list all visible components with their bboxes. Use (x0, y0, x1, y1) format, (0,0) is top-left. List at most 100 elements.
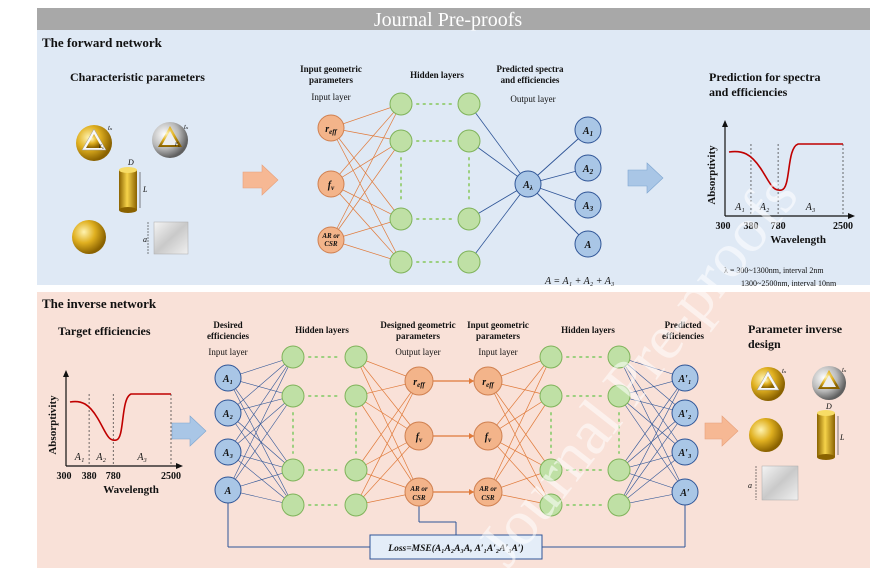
target-title: Target efficiencies (58, 324, 151, 338)
region-label: A₂ (95, 452, 106, 463)
output-node-label: Aλ (522, 180, 533, 192)
connection-line (487, 356, 552, 493)
inv-designed-2: parameters (396, 331, 440, 341)
region-label: A₂ (759, 202, 770, 213)
absorption-curve (728, 143, 843, 192)
arrowhead-icon (469, 489, 474, 495)
connection-line (618, 356, 686, 414)
inv-designed-1: Designed geometric (380, 320, 455, 330)
fwd-pred-title-1: Predicted spectra (496, 64, 564, 74)
label-ts-1: tₛ (108, 124, 113, 132)
x-tick-label: 2500 (161, 471, 181, 482)
hidden-node (281, 345, 305, 369)
hidden-node (457, 207, 481, 231)
designed-param-node (404, 366, 434, 396)
label-a-1: a (143, 235, 147, 244)
connection-line (487, 380, 552, 471)
nanocube-icon (755, 465, 799, 501)
fwd-result-title-1: Prediction for spectra (709, 70, 821, 84)
hidden-node (389, 129, 413, 153)
param-node-label: CSR (481, 494, 495, 502)
connection-line (468, 103, 529, 185)
x-tick-label: 780 (106, 471, 121, 482)
connection-line (468, 183, 529, 263)
hidden-node (539, 384, 563, 408)
core-shell-silver-icon (152, 122, 188, 158)
input-node (214, 399, 242, 427)
connection-line (330, 103, 402, 241)
predicted-node (671, 364, 699, 392)
input-param-node (473, 366, 503, 396)
connection-line (227, 356, 294, 414)
y-axis-label: Absorptivity (47, 395, 59, 455)
y-axis-label: Absorptivity (706, 145, 718, 205)
loss-box (369, 534, 543, 560)
output-node-A-lambda (514, 170, 542, 198)
connection-line (227, 356, 294, 453)
arrow-right-icon (704, 415, 739, 447)
label-a-2: a (748, 481, 752, 490)
arrow-right-icon (242, 164, 279, 196)
output-node-label: A2 (582, 164, 594, 176)
inv-result-1: Parameter inverse (748, 322, 843, 336)
fwd-input-title-2: parameters (309, 75, 353, 85)
hidden-node (344, 458, 368, 482)
connection-line (355, 356, 420, 437)
inv-inputgeo-2: parameters (476, 331, 520, 341)
arrow-right-icon (171, 415, 207, 447)
param-node-label: fv (416, 432, 423, 444)
nanosphere-icon (749, 418, 783, 452)
hidden-node (539, 458, 563, 482)
param-node-label: AR or (409, 485, 428, 493)
designed-param-node (404, 477, 434, 507)
input-node (214, 438, 242, 466)
hidden-node (389, 92, 413, 116)
connection-line (355, 435, 420, 506)
hidden-node (607, 345, 631, 369)
input-node-label: fv (328, 180, 335, 192)
hidden-node (607, 384, 631, 408)
inv-desired-1: Desired (213, 320, 242, 330)
forward-title: The forward network (42, 35, 163, 50)
output-node-label: A3 (582, 201, 594, 213)
banner-bar (37, 8, 870, 30)
inv-output-layer: Output layer (395, 347, 440, 357)
fwd-equation: A = A₁ + A₂ + A₃ (544, 276, 615, 287)
designed-param-node (404, 421, 434, 451)
hidden-node (607, 493, 631, 517)
fwd-note-2: 1300~2500nm, interval 10nm (741, 279, 837, 288)
absorption-curve (69, 393, 171, 442)
x-tick-label: 780 (771, 221, 786, 232)
output-node (574, 191, 602, 219)
connection-line (355, 380, 420, 506)
predicted-node (671, 399, 699, 427)
hidden-node (389, 207, 413, 231)
arrowhead-icon (469, 378, 474, 384)
nanosphere-icon (72, 220, 106, 254)
label-rc-2: r꜀ (175, 140, 181, 148)
label-ts-2: tₛ (184, 123, 189, 131)
x-axis-arrow-icon (176, 463, 183, 469)
x-tick-label: 380 (82, 471, 97, 482)
connection-line (330, 140, 402, 241)
connection-line (227, 451, 294, 506)
input-node (214, 476, 242, 504)
x-tick-label: 380 (743, 221, 758, 232)
param-node-label: fv (485, 432, 492, 444)
connection-line (227, 412, 294, 471)
predicted-node-label: A′₂ (678, 409, 692, 420)
x-tick-label: 300 (57, 471, 72, 482)
input-node (214, 364, 242, 392)
input-node (317, 114, 345, 142)
input-param-node (473, 477, 503, 507)
connection-line (330, 140, 402, 185)
predicted-node (671, 438, 699, 466)
param-node-label: AR or (478, 485, 497, 493)
connection-line (487, 395, 552, 493)
label-D-2: D (825, 402, 832, 411)
inv-inputgeo-1: Input geometric (467, 320, 529, 330)
predicted-node (671, 478, 699, 506)
